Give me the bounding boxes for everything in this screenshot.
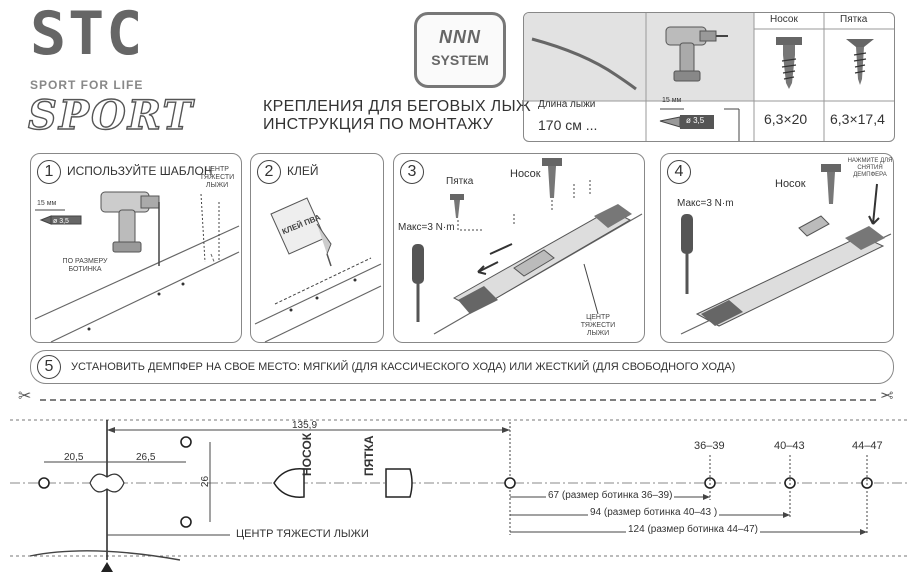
step-1-title: ИСПОЛЬЗУЙТЕ ШАБЛОН: [67, 164, 213, 178]
col-heel: Пятка: [840, 14, 868, 25]
row-size-3: 124 (размер ботинка 44–47): [626, 524, 760, 535]
page-subtitle: ИНСТРУКЦИЯ ПО МОНТАЖУ: [263, 116, 494, 133]
ski-icon: [34, 225, 240, 343]
brand-tagline: SPORT FOR LIFE: [30, 78, 144, 92]
dim-26-5: 26,5: [136, 452, 156, 463]
step-2-panel: 2 КЛЕЙ КЛЕЙ ПВА: [250, 153, 384, 343]
step-3-torque: Макс=3 N·m: [398, 222, 455, 233]
heel-label: ПЯТКА: [362, 435, 376, 476]
scissors-icon: ✂: [880, 388, 894, 405]
step-1-cog-label: ЦЕНТР ТЯЖЕСТИ ЛЫЖИ: [199, 166, 235, 190]
step-1-drill-diameter: ø 3,5: [53, 218, 69, 225]
step-1-graphics: [34, 191, 240, 343]
ski-length-label: Длина лыжи: [538, 99, 596, 110]
row-size-2: 94 (размер ботинка 40–43 ): [588, 507, 720, 518]
badge-line1: NNN: [439, 27, 481, 47]
spec-table: Длина лыжи 170 см ... 15 мм ø 3,5 Носок …: [523, 12, 895, 142]
screw-heel-icon: [846, 39, 874, 85]
drill-icon: [665, 26, 728, 82]
step-2-number: 2: [257, 160, 281, 184]
page-title: КРЕПЛЕНИЯ ДЛЯ БЕГОВЫХ ЛЫЖ: [263, 98, 531, 115]
screwdriver-icon: [412, 244, 424, 322]
cog-label: ЦЕНТР ТЯЖЕСТИ ЛЫЖИ: [236, 528, 369, 540]
step-5-title: УСТАНОВИТЬ ДЕМПФЕР НА СВОЕ МЕСТО: МЯГКИЙ…: [71, 361, 736, 373]
binding-icon: [695, 215, 885, 327]
scissors-icon: ✂: [18, 388, 32, 405]
drill-diameter: ø 3,5: [686, 116, 705, 125]
brand-wordmark: SPORT: [27, 91, 195, 139]
nnn-system-badge: NNN SYSTEM: [414, 12, 506, 88]
step-3-panel: 3 Пятка Носок Макс=3 N·m ЦЕНТР ТЯЖЕСТИ Л…: [393, 153, 645, 343]
size-40-43: 40–43: [774, 440, 805, 452]
step-5-number: 5: [37, 355, 61, 379]
dim-135: 135,9: [292, 420, 318, 431]
step-4-toe-label: Носок: [775, 178, 806, 190]
screwdriver-icon: [681, 214, 693, 294]
drill-depth: 15 мм: [662, 97, 682, 104]
step-4-torque: Макс=3 N·m: [677, 198, 734, 209]
step-4-panel: 4 Носок Макс=3 N·m НАЖМИТЕ ДЛЯ СНЯТИЯ ДЕ…: [660, 153, 894, 343]
dim-20-5: 20,5: [64, 452, 84, 463]
screw-toe-icon: [776, 37, 802, 89]
step-2-graphics: [254, 197, 382, 343]
toe-label: НОСОК: [300, 433, 314, 476]
step-3-graphics: [412, 158, 643, 335]
screw-toe-icon: [821, 164, 841, 204]
toe-label-text: НОСОК: [300, 432, 314, 476]
step-3-number: 3: [400, 160, 424, 184]
size-44-47: 44–47: [852, 440, 883, 452]
ski-icon: [531, 37, 637, 91]
step-2-title: КЛЕЙ: [287, 164, 319, 178]
heel-label-text: ПЯТКА: [362, 435, 376, 476]
dim-26: 26: [200, 475, 212, 488]
col-toe: Носок: [770, 14, 798, 25]
badge-line2: SYSTEM: [431, 52, 489, 68]
step-1-drill-depth: 15 мм: [37, 200, 57, 207]
heel-screw-size: 6,3×17,4: [830, 111, 885, 127]
step-3-heel-label: Пятка: [446, 176, 474, 187]
step-4-press-label: НАЖМИТЕ ДЛЯ СНЯТИЯ ДЕМПФЕРА: [847, 158, 893, 178]
screw-heel-icon: [450, 194, 464, 218]
size-36-39: 36–39: [694, 440, 725, 452]
drill-bit-icon: [659, 108, 740, 141]
spec-graphics: [524, 13, 894, 141]
row-size-1: 67 (размер ботинка 36–39): [546, 490, 675, 501]
binding-icon: [452, 204, 632, 314]
screw-toe-icon: [542, 158, 562, 198]
drill-icon: [100, 191, 160, 266]
step-3-toe-label: Носок: [510, 168, 541, 180]
step-5-panel: 5 УСТАНОВИТЬ ДЕМПФЕР НА СВОЕ МЕСТО: МЯГК…: [30, 350, 894, 384]
step-3-cog-label: ЦЕНТР ТЯЖЕСТИ ЛЫЖИ: [580, 314, 616, 338]
step-4-number: 4: [667, 160, 691, 184]
toe-screw-size: 6,3×20: [764, 111, 808, 127]
spec-shade: [524, 13, 754, 101]
glue-bottle-icon: [270, 197, 332, 267]
step-1-panel: 1 ИСПОЛЬЗУЙТЕ ШАБЛОН ЦЕНТР ТЯЖЕСТИ ЛЫЖИ …: [30, 153, 242, 343]
step-4-graphics: [680, 164, 892, 335]
step-1-boot-label: ПО РАЗМЕРУ БОТИНКА: [62, 258, 108, 274]
brand-logo: STC: [30, 0, 145, 69]
ski-length-value: 170 см ...: [538, 117, 598, 133]
step-1-number: 1: [37, 160, 61, 184]
